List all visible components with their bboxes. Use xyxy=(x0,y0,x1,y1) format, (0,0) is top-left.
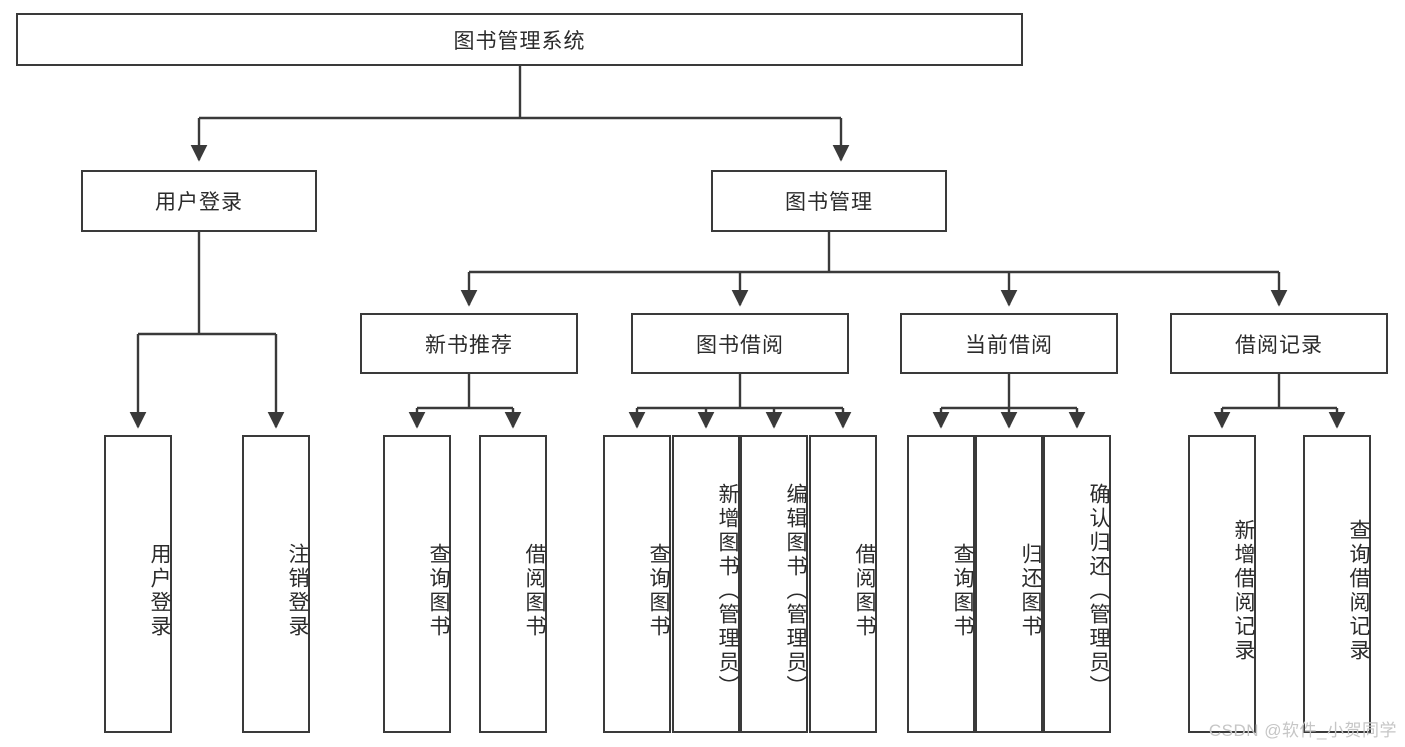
node-user-login[interactable]: 用户登录 xyxy=(81,170,317,232)
node-book-borrow[interactable]: 图书借阅 xyxy=(631,313,849,374)
node-root-label: 图书管理系统 xyxy=(453,29,586,53)
node-new-book-rec[interactable]: 新书推荐 xyxy=(360,313,578,374)
node-leaf-borrow-book-2[interactable]: 借阅图书 xyxy=(809,435,877,733)
node-leaf-edit-book[interactable]: 编辑图书（管理员） xyxy=(740,435,808,733)
node-root[interactable]: 图书管理系统 xyxy=(16,13,1023,66)
node-user-login-label: 用户登录 xyxy=(155,191,243,214)
node-leaf-query-book-3[interactable]: 查询图书 xyxy=(907,435,975,733)
node-leaf-user-logout-label: 注销登录 xyxy=(286,543,309,639)
node-book-borrow-label: 图书借阅 xyxy=(696,333,784,357)
node-leaf-query-book-1-label: 查询图书 xyxy=(427,543,450,639)
node-leaf-query-book-3-label: 查询图书 xyxy=(951,543,974,639)
node-leaf-confirm-return[interactable]: 确认归还（管理员） xyxy=(1043,435,1111,733)
node-leaf-query-book-2-label: 查询图书 xyxy=(647,543,670,639)
node-leaf-query-record-label: 查询借阅记录 xyxy=(1347,519,1370,663)
node-leaf-query-book-2[interactable]: 查询图书 xyxy=(603,435,671,733)
node-leaf-confirm-return-label: 确认归还（管理员） xyxy=(1087,483,1110,699)
node-book-manage-label: 图书管理 xyxy=(785,191,873,214)
node-leaf-return-book[interactable]: 归还图书 xyxy=(975,435,1043,733)
node-new-book-rec-label: 新书推荐 xyxy=(425,333,513,357)
node-leaf-user-login-label: 用户登录 xyxy=(148,543,171,639)
node-leaf-edit-book-label: 编辑图书（管理员） xyxy=(784,483,807,699)
node-leaf-borrow-book-2-label: 借阅图书 xyxy=(853,543,876,639)
node-leaf-add-record[interactable]: 新增借阅记录 xyxy=(1188,435,1256,733)
node-borrow-record-label: 借阅记录 xyxy=(1235,333,1323,357)
node-leaf-query-record[interactable]: 查询借阅记录 xyxy=(1303,435,1371,733)
node-current-borrow-label: 当前借阅 xyxy=(965,333,1053,357)
node-leaf-return-book-label: 归还图书 xyxy=(1019,543,1042,639)
node-current-borrow[interactable]: 当前借阅 xyxy=(900,313,1118,374)
node-leaf-add-record-label: 新增借阅记录 xyxy=(1232,519,1255,663)
node-leaf-user-login[interactable]: 用户登录 xyxy=(104,435,172,733)
node-book-manage[interactable]: 图书管理 xyxy=(711,170,947,232)
node-leaf-borrow-book-1[interactable]: 借阅图书 xyxy=(479,435,547,733)
node-leaf-add-book-label: 新增图书（管理员） xyxy=(716,483,739,699)
node-leaf-add-book[interactable]: 新增图书（管理员） xyxy=(672,435,740,733)
node-leaf-query-book-1[interactable]: 查询图书 xyxy=(383,435,451,733)
node-leaf-user-logout[interactable]: 注销登录 xyxy=(242,435,310,733)
node-borrow-record[interactable]: 借阅记录 xyxy=(1170,313,1388,374)
node-leaf-borrow-book-1-label: 借阅图书 xyxy=(523,543,546,639)
watermark: CSDN @软件_小贺同学 xyxy=(1208,721,1397,740)
